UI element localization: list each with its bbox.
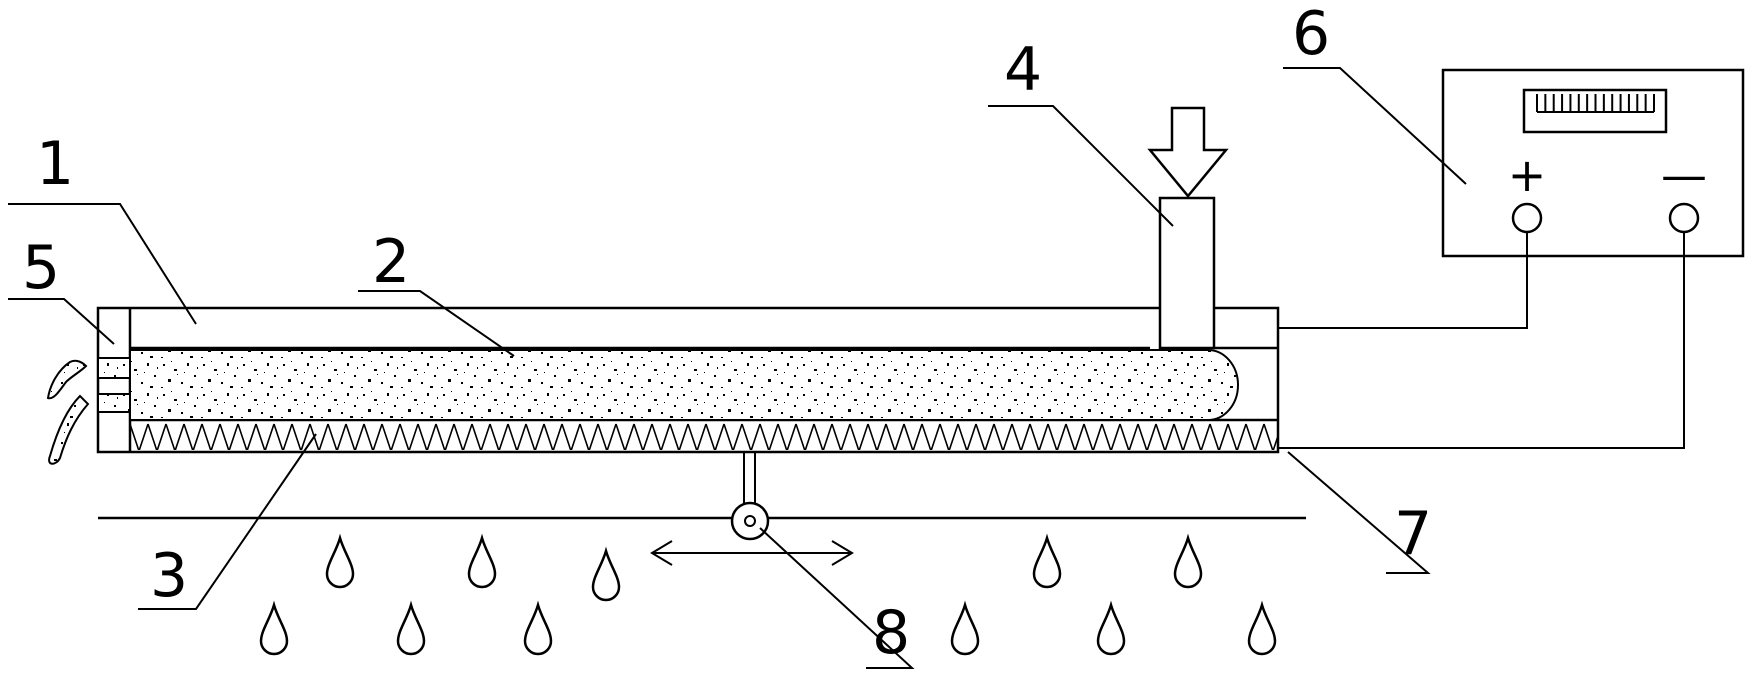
carriage <box>98 452 1306 541</box>
plus-label: + <box>1508 148 1547 202</box>
roller-icon <box>730 501 770 541</box>
outlet <box>98 357 130 413</box>
droplet-icon <box>259 600 289 656</box>
meter-scale <box>1536 94 1655 113</box>
droplet-icon <box>1096 600 1126 656</box>
droplet-icon <box>523 600 553 656</box>
droplet-icon <box>1032 533 1062 589</box>
wires <box>1278 232 1685 449</box>
minus-label: — <box>1661 148 1707 202</box>
label-2: 2 <box>372 227 410 297</box>
positive-terminal-icon <box>1511 202 1543 234</box>
droplet-icon <box>467 533 497 589</box>
droplet-icon <box>591 546 621 602</box>
plunger <box>1158 196 1216 350</box>
droplet-icon <box>325 533 355 589</box>
label-8: 8 <box>872 598 910 668</box>
droplet-icon <box>1247 600 1277 656</box>
leader-lines <box>8 67 1467 669</box>
label-7: 7 <box>1394 499 1432 569</box>
down-arrow-icon <box>1147 106 1229 198</box>
double-arrow-icon <box>650 540 854 566</box>
extrudate <box>46 359 90 465</box>
label-6: 6 <box>1292 0 1330 69</box>
part-labels: 1 2 3 4 5 6 7 8 <box>22 0 1432 668</box>
material-layer <box>129 349 1239 421</box>
label-5: 5 <box>22 233 60 303</box>
droplet-icon <box>1173 533 1203 589</box>
droplets <box>259 533 1277 656</box>
label-1: 1 <box>36 129 74 199</box>
mesh-layer <box>130 421 1278 451</box>
label-4: 4 <box>1004 35 1042 105</box>
droplet-icon <box>396 600 426 656</box>
power-supply: + — <box>1441 68 1745 258</box>
droplet-icon <box>950 600 980 656</box>
label-3: 3 <box>150 541 188 611</box>
negative-terminal-icon <box>1668 202 1700 234</box>
